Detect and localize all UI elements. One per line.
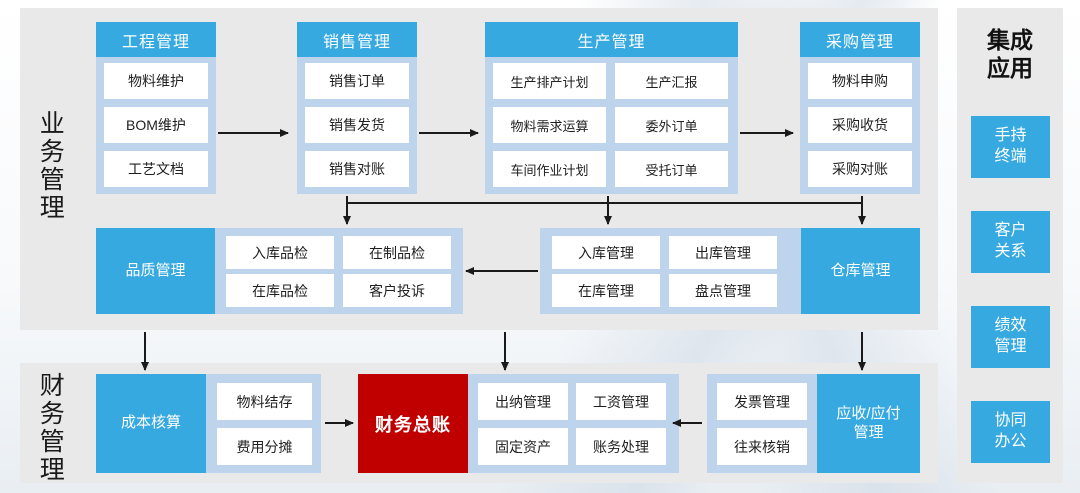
cell-sales-0[interactable]: 销售订单 bbox=[305, 63, 409, 99]
cell-receivable-0[interactable]: 发票管理 bbox=[717, 383, 807, 420]
cell-production-2[interactable]: 物料需求运算 bbox=[493, 107, 606, 143]
cell-warehouse-1[interactable]: 出库管理 bbox=[669, 236, 777, 269]
group-purchasing-header: 采购管理 bbox=[800, 22, 920, 57]
cell-production-4[interactable]: 车间作业计划 bbox=[493, 151, 606, 187]
cell-warehouse-2[interactable]: 在库管理 bbox=[552, 274, 660, 307]
group-cost[interactable]: 成本核算 物料结存 费用分摊 bbox=[96, 374, 321, 473]
cell-quality-0[interactable]: 入库品检 bbox=[226, 236, 334, 269]
finance-management-label: 财务管理 bbox=[36, 372, 65, 484]
cell-purchasing-1[interactable]: 采购收货 bbox=[808, 107, 912, 143]
app-button-collaboration[interactable]: 协同办公 bbox=[971, 401, 1050, 463]
group-warehouse-side-label: 仓库管理 bbox=[801, 228, 920, 314]
cell-warehouse-3[interactable]: 盘点管理 bbox=[669, 274, 777, 307]
group-receivable-side-label: 应收/应付管理 bbox=[817, 374, 920, 473]
cell-purchasing-2[interactable]: 采购对账 bbox=[808, 151, 912, 187]
cell-accounting-1[interactable]: 工资管理 bbox=[576, 383, 666, 420]
group-accounting[interactable]: 出纳管理 工资管理 固定资产 账务处理 bbox=[468, 374, 679, 473]
group-purchasing[interactable]: 采购管理 物料申购 采购收货 采购对账 bbox=[800, 22, 920, 194]
group-engineering[interactable]: 工程管理 物料维护 BOM维护 工艺文档 bbox=[96, 22, 216, 194]
cell-quality-3[interactable]: 客户投诉 bbox=[343, 274, 451, 307]
cell-cost-0[interactable]: 物料结存 bbox=[217, 383, 312, 420]
cell-purchasing-0[interactable]: 物料申购 bbox=[808, 63, 912, 99]
cell-quality-1[interactable]: 在制品检 bbox=[343, 236, 451, 269]
cell-production-0[interactable]: 生产排产计划 bbox=[493, 63, 606, 99]
cell-production-3[interactable]: 委外订单 bbox=[615, 107, 728, 143]
cell-quality-2[interactable]: 在库品检 bbox=[226, 274, 334, 307]
group-quality-side-label: 品质管理 bbox=[96, 228, 215, 314]
cell-production-5[interactable]: 受托订单 bbox=[615, 151, 728, 187]
integrated-apps-title: 集成应用 bbox=[987, 27, 1033, 82]
cell-accounting-2[interactable]: 固定资产 bbox=[478, 428, 568, 465]
app-button-handheld-terminal[interactable]: 手持终端 bbox=[971, 116, 1050, 178]
group-sales-header: 销售管理 bbox=[297, 22, 417, 57]
app-button-crm[interactable]: 客户关系 bbox=[971, 211, 1050, 273]
cell-sales-2[interactable]: 销售对账 bbox=[305, 151, 409, 187]
group-warehouse[interactable]: 入库管理 出库管理 在库管理 盘点管理 仓库管理 bbox=[540, 228, 920, 314]
group-sales[interactable]: 销售管理 销售订单 销售发货 销售对账 bbox=[297, 22, 417, 194]
group-cost-side-label: 成本核算 bbox=[96, 374, 206, 473]
cell-engineering-2[interactable]: 工艺文档 bbox=[104, 151, 208, 187]
cell-sales-1[interactable]: 销售发货 bbox=[305, 107, 409, 143]
group-receivable-payable[interactable]: 发票管理 往来核销 应收/应付管理 bbox=[707, 374, 920, 473]
group-production-header: 生产管理 bbox=[485, 22, 738, 57]
group-engineering-header: 工程管理 bbox=[96, 22, 216, 57]
cell-engineering-1[interactable]: BOM维护 bbox=[104, 107, 208, 143]
group-production[interactable]: 生产管理 生产排产计划 生产汇报 物料需求运算 委外订单 车间作业计划 受托订单 bbox=[485, 22, 738, 194]
cell-engineering-0[interactable]: 物料维护 bbox=[104, 63, 208, 99]
cell-accounting-3[interactable]: 账务处理 bbox=[576, 428, 666, 465]
cell-warehouse-0[interactable]: 入库管理 bbox=[552, 236, 660, 269]
group-quality[interactable]: 品质管理 入库品检 在制品检 在库品检 客户投诉 bbox=[96, 228, 463, 314]
app-button-performance[interactable]: 绩效管理 bbox=[971, 306, 1050, 368]
cell-accounting-0[interactable]: 出纳管理 bbox=[478, 383, 568, 420]
cell-receivable-1[interactable]: 往来核销 bbox=[717, 428, 807, 465]
cell-cost-1[interactable]: 费用分摊 bbox=[217, 428, 312, 465]
general-ledger-box[interactable]: 财务总账 bbox=[358, 374, 468, 473]
business-management-label: 业务管理 bbox=[36, 110, 65, 222]
cell-production-1[interactable]: 生产汇报 bbox=[615, 63, 728, 99]
